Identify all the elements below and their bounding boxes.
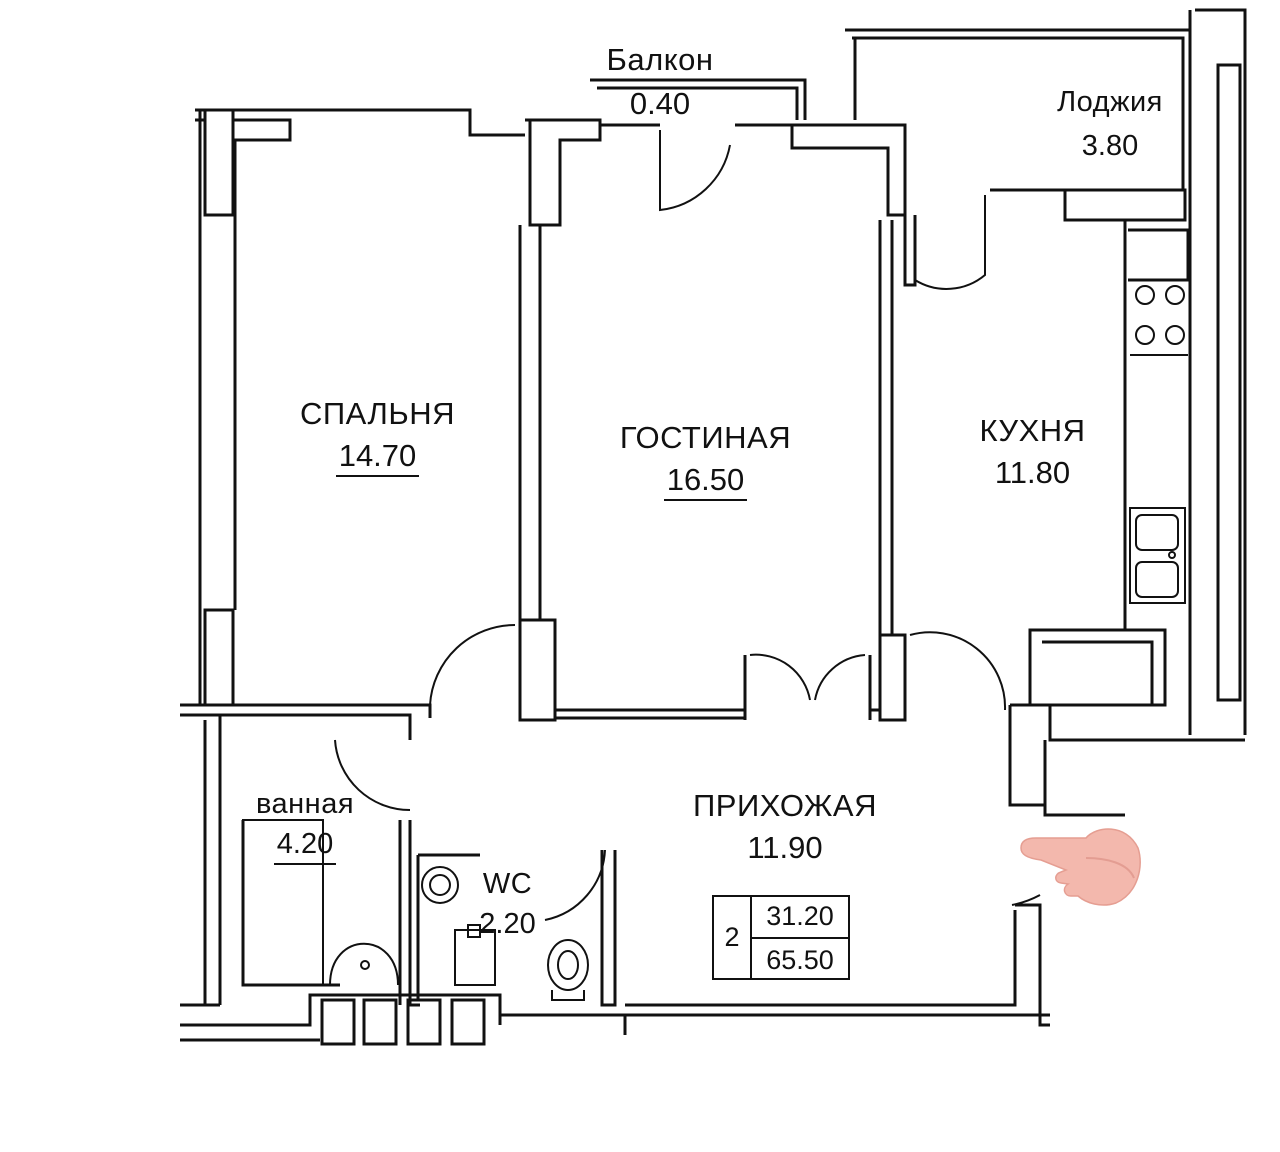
room-area: 16.50: [663, 464, 748, 501]
room-kitchen: КУХНЯ 11.80: [955, 415, 1110, 492]
room-name: ПРИХОЖАЯ: [692, 788, 877, 823]
room-balcony: Балкон 0.40: [590, 44, 730, 123]
room-name: СПАЛЬНЯ: [300, 396, 455, 431]
room-area: 0.40: [629, 86, 691, 121]
room-living: ГОСТИНАЯ 16.50: [598, 422, 813, 501]
summary-divider: [750, 937, 848, 939]
room-bathroom: ванная 4.20: [240, 790, 370, 865]
room-wc: WC 2.20: [465, 870, 550, 943]
living-area-value: 31.20: [766, 901, 834, 931]
room-name: Лоджия: [1057, 86, 1163, 118]
total-area-value: 65.50: [766, 945, 834, 975]
pointing-hand-icon: [1020, 828, 1141, 906]
room-count: 2: [714, 897, 752, 978]
room-name: WC: [482, 868, 533, 900]
room-area: 3.80: [1081, 130, 1139, 162]
toilet-icon: [454, 924, 589, 1001]
area-summary-table: 2 31.20 65.50: [712, 895, 850, 980]
room-name: КУХНЯ: [979, 413, 1086, 448]
room-loggia: Лоджия 3.80: [1040, 88, 1180, 165]
room-area: 11.80: [994, 455, 1071, 490]
room-area: 4.20: [273, 830, 337, 865]
room-bedroom: СПАЛЬНЯ 14.70: [275, 398, 480, 477]
door-arc-icon: [334, 130, 1041, 921]
room-name: Балкон: [606, 42, 714, 77]
sink-icon: [1129, 507, 1186, 604]
stove-icon: [1130, 279, 1188, 356]
room-name: ГОСТИНАЯ: [619, 420, 792, 455]
room-area: 14.70: [335, 440, 420, 477]
room-area: 2.20: [479, 908, 536, 940]
exterior-walls: [180, 8, 1247, 1046]
room-name: ванная: [255, 788, 355, 820]
room-hallway: ПРИХОЖАЯ 11.90: [670, 790, 900, 867]
bathtub-icon: [242, 819, 399, 986]
washbasin-icon: [421, 866, 459, 904]
room-area: 11.90: [747, 830, 823, 865]
